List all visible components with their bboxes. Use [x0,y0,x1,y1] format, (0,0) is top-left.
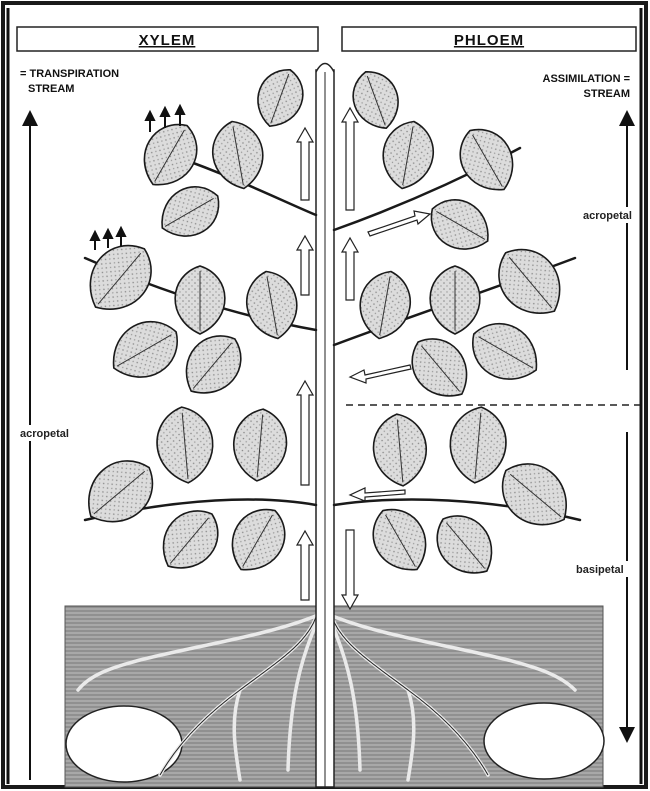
assimilation-label-line2: STREAM [584,88,630,100]
transpiration-label-line2: STREAM [28,83,74,95]
transpiration-label-line1: = TRANSPIRATION [20,68,119,80]
left-acropetal-label: acropetal [20,428,69,440]
assimilation-label-line1: ASSIMILATION = [543,73,631,85]
tuber-icon [484,703,604,779]
stem [316,64,334,788]
right-acropetal-label: acropetal [583,210,632,222]
xylem-title: XYLEM [139,32,196,49]
xylem-header: XYLEM [17,27,318,51]
phloem-title: PHLOEM [454,32,524,49]
right-basipetal-label: basipetal [576,564,624,576]
phloem-header: PHLOEM [342,27,636,51]
